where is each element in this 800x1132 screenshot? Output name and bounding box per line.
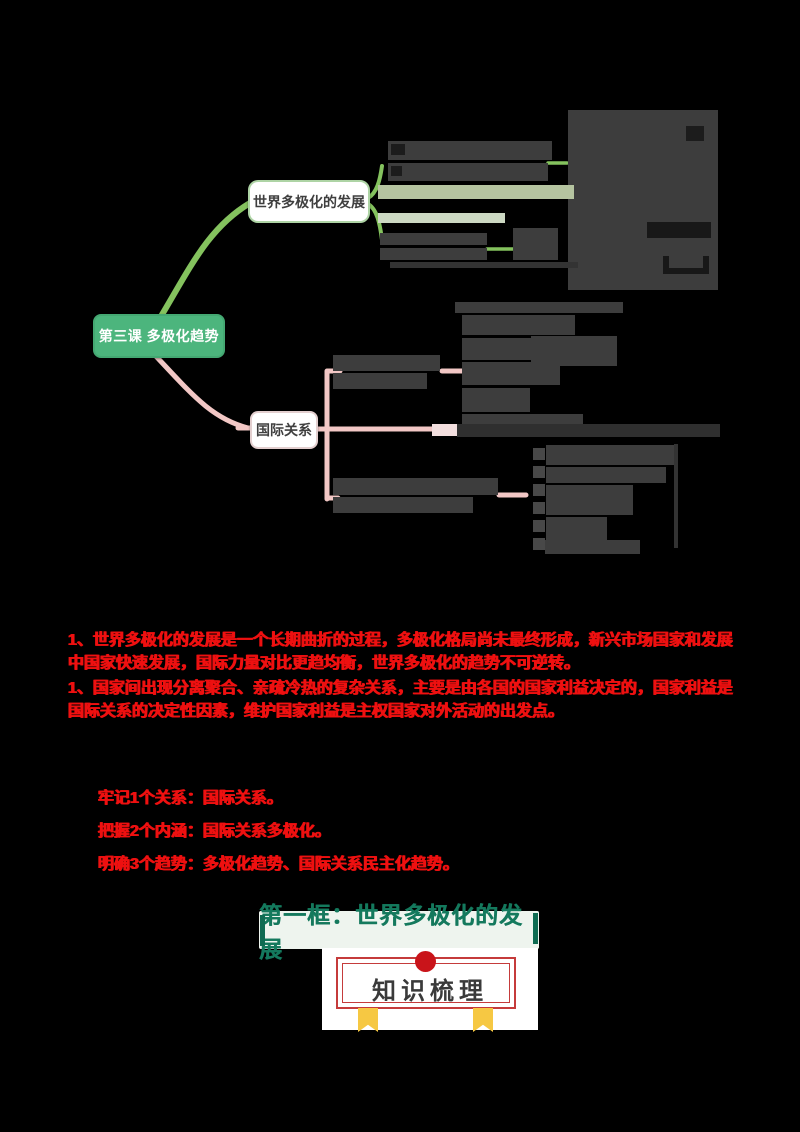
highlight-bar-pink xyxy=(432,424,458,436)
mindmap-branch-bottom-node: 国际关系 xyxy=(250,411,318,449)
list-bullet-square xyxy=(533,502,545,514)
highlight-bar xyxy=(378,213,505,223)
illegible-text-block xyxy=(546,467,666,483)
key-note-bullet-1: 牢记1个关系：国际关系。 xyxy=(98,790,283,807)
illegible-text-block xyxy=(388,163,548,181)
mindmap-branch-top-node: 世界多极化的发展 xyxy=(248,180,370,223)
list-bullet-square xyxy=(533,448,545,460)
banner-right-tick xyxy=(533,913,538,944)
illegible-glyph xyxy=(663,256,709,274)
root-node-label: 第三课 多极化趋势 xyxy=(98,328,220,344)
illegible-text-block xyxy=(455,302,623,313)
section-title: 第一框：世界多极化的发展 xyxy=(259,902,523,962)
illegible-glyph xyxy=(391,144,405,155)
illegible-underline xyxy=(390,262,578,268)
illegible-text-block xyxy=(462,315,575,335)
illegible-text-block xyxy=(380,233,487,245)
list-bullet-square xyxy=(533,538,545,550)
branch-bottom-label: 国际关系 xyxy=(256,422,312,438)
illegible-text-line xyxy=(457,424,720,437)
connector-root-to-bottom-branch xyxy=(149,349,251,431)
mindmap-root-node: 第三课 多极化趋势 xyxy=(93,314,225,358)
illegible-text-block xyxy=(545,540,640,554)
section-title-banner: 第一框：世界多极化的发展 xyxy=(259,902,539,962)
illegible-text-block xyxy=(462,362,560,385)
illegible-glyph xyxy=(391,166,402,176)
illegible-text-block xyxy=(333,497,473,513)
illegible-text-block xyxy=(462,338,545,360)
illegible-text-block xyxy=(513,228,558,260)
illegible-text-block xyxy=(333,478,498,495)
branch-top-label: 世界多极化的发展 xyxy=(253,193,365,210)
illegible-text-block xyxy=(380,248,487,260)
illegible-text-block xyxy=(333,355,440,371)
illegible-text-block xyxy=(462,388,530,412)
ribbon-right-icon xyxy=(473,1008,493,1032)
connector-top-branch-up xyxy=(366,164,384,200)
key-note-bullet-3: 明确3个趋势：多极化趋势、国际关系民主化趋势。 xyxy=(98,856,459,873)
illegible-text-block xyxy=(333,373,427,389)
key-note-paragraph-1: 1、世界多极化的发展是一个长期曲折的过程，多极化格局尚未最终形成，新兴市场国家和… xyxy=(68,632,733,672)
illegible-glyph xyxy=(686,126,704,141)
list-bullet-square xyxy=(533,484,545,496)
illegible-bracket-line xyxy=(674,444,678,548)
highlight-bar xyxy=(378,185,574,199)
connector-root-to-top-branch xyxy=(157,200,253,321)
illegible-text-block xyxy=(546,445,677,465)
badge-label: 知识梳理 xyxy=(372,978,488,1005)
illegible-text-block xyxy=(388,141,552,160)
connector-pink-trunk xyxy=(313,368,461,502)
illegible-glyph xyxy=(647,222,711,238)
key-note-bullet-2: 把握2个内涵：国际关系多极化。 xyxy=(98,823,331,840)
list-bullet-square xyxy=(533,466,545,478)
list-bullet-square xyxy=(533,520,545,532)
illegible-text-block xyxy=(531,336,617,366)
key-note-paragraph-2: 1、国家间出现分离聚合、亲疏冷热的复杂关系，主要是由各国的国家利益决定的，国家利… xyxy=(68,680,733,720)
badge-red-dot xyxy=(415,951,436,972)
ribbon-left-icon xyxy=(358,1008,378,1032)
illegible-text-block xyxy=(546,485,633,515)
banner-left-tick xyxy=(260,915,265,946)
